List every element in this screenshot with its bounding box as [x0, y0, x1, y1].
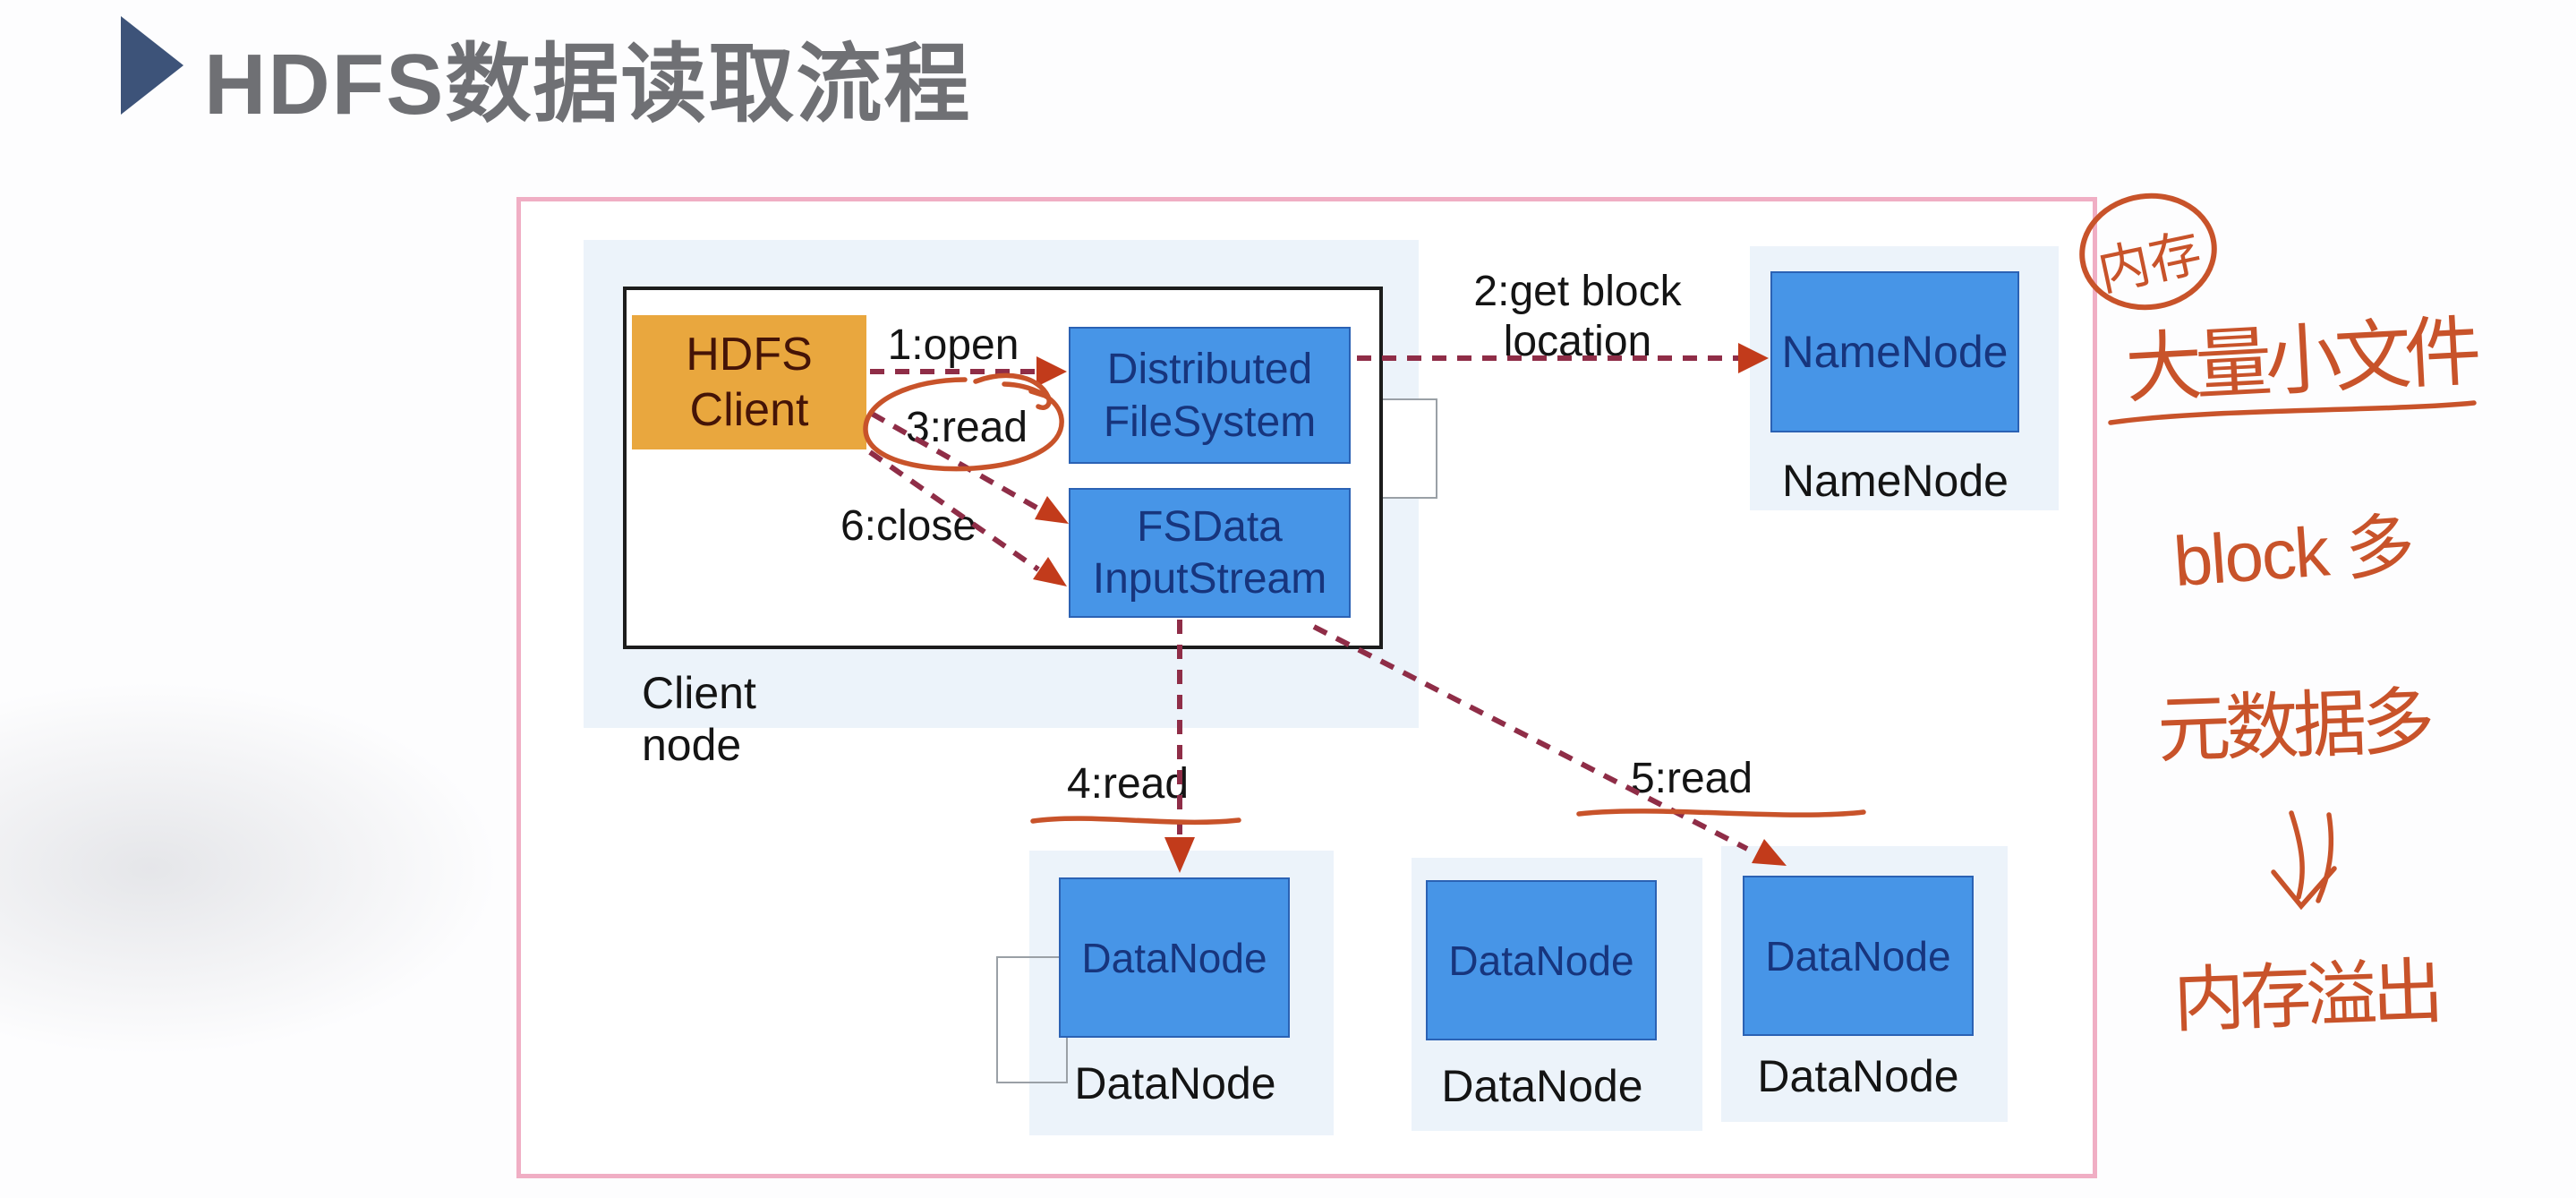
datanode1-caption: DataNode — [1074, 1058, 1276, 1108]
handwritten-memory-circled: 内存 — [2093, 223, 2207, 303]
datanode2-node: DataNode — [1426, 880, 1657, 1040]
datanode2-box-text: DataNode — [1448, 937, 1634, 984]
page-title: HDFS数据读取流程 — [204, 37, 972, 133]
handwritten-memory-overflow: 内存溢出 — [2171, 951, 2440, 1041]
hand-down-arrow-stroke2 — [2316, 812, 2334, 903]
label-5-read: 5:read — [1630, 755, 1753, 802]
label-1-open: 1:open — [887, 321, 1019, 369]
label-2-line2: location — [1503, 318, 1652, 365]
datanode1-box-text: DataNode — [1081, 934, 1267, 981]
fsdata-line2: InputStream — [1092, 554, 1327, 603]
handwritten-many-blocks: block 多 — [2171, 505, 2416, 602]
fsdata-inputstream-node: FSData InputStream — [1069, 488, 1351, 618]
datanode3-box-text: DataNode — [1765, 932, 1951, 980]
label-2-line1: 2:get block — [1473, 268, 1682, 315]
datanode2-caption: DataNode — [1441, 1061, 1643, 1111]
label-6-close: 6:close — [840, 502, 977, 550]
datanode3-node: DataNode — [1743, 876, 1974, 1036]
hdfs-client-line1: HDFS — [686, 329, 813, 381]
title-bullet-triangle-icon — [121, 16, 183, 115]
distributed-filesystem-node: Distributed FileSystem — [1069, 327, 1351, 464]
fsdata-line1: FSData — [1137, 502, 1283, 551]
datanode1-node: DataNode — [1059, 877, 1290, 1038]
label-2-get-block-location: 2:get block location — [1446, 267, 1710, 367]
hdfs-client-line2: Client — [689, 384, 809, 436]
handwritten-many-small-files: 大量小文件 — [2123, 308, 2477, 414]
client-node-caption: Client node — [642, 668, 756, 770]
datanode3-caption: DataNode — [1757, 1051, 1959, 1101]
namenode-box-text: NameNode — [1781, 327, 2009, 377]
hand-down-arrow-head — [2271, 866, 2337, 911]
hdfs-client-node: HDFS Client — [632, 315, 866, 449]
background-wash — [0, 680, 501, 1057]
label-3-read: 3:read — [905, 404, 1028, 451]
label-4-read: 4:read — [1066, 760, 1190, 808]
hand-down-arrow-stroke1 — [2289, 810, 2305, 900]
distributed-fs-line2: FileSystem — [1103, 398, 1317, 446]
distributed-fs-line1: Distributed — [1106, 345, 1313, 393]
handwritten-much-metadata: 元数据多 — [2155, 680, 2431, 773]
namenode-caption: NameNode — [1782, 456, 2009, 506]
namenode-node: NameNode — [1770, 271, 2019, 432]
